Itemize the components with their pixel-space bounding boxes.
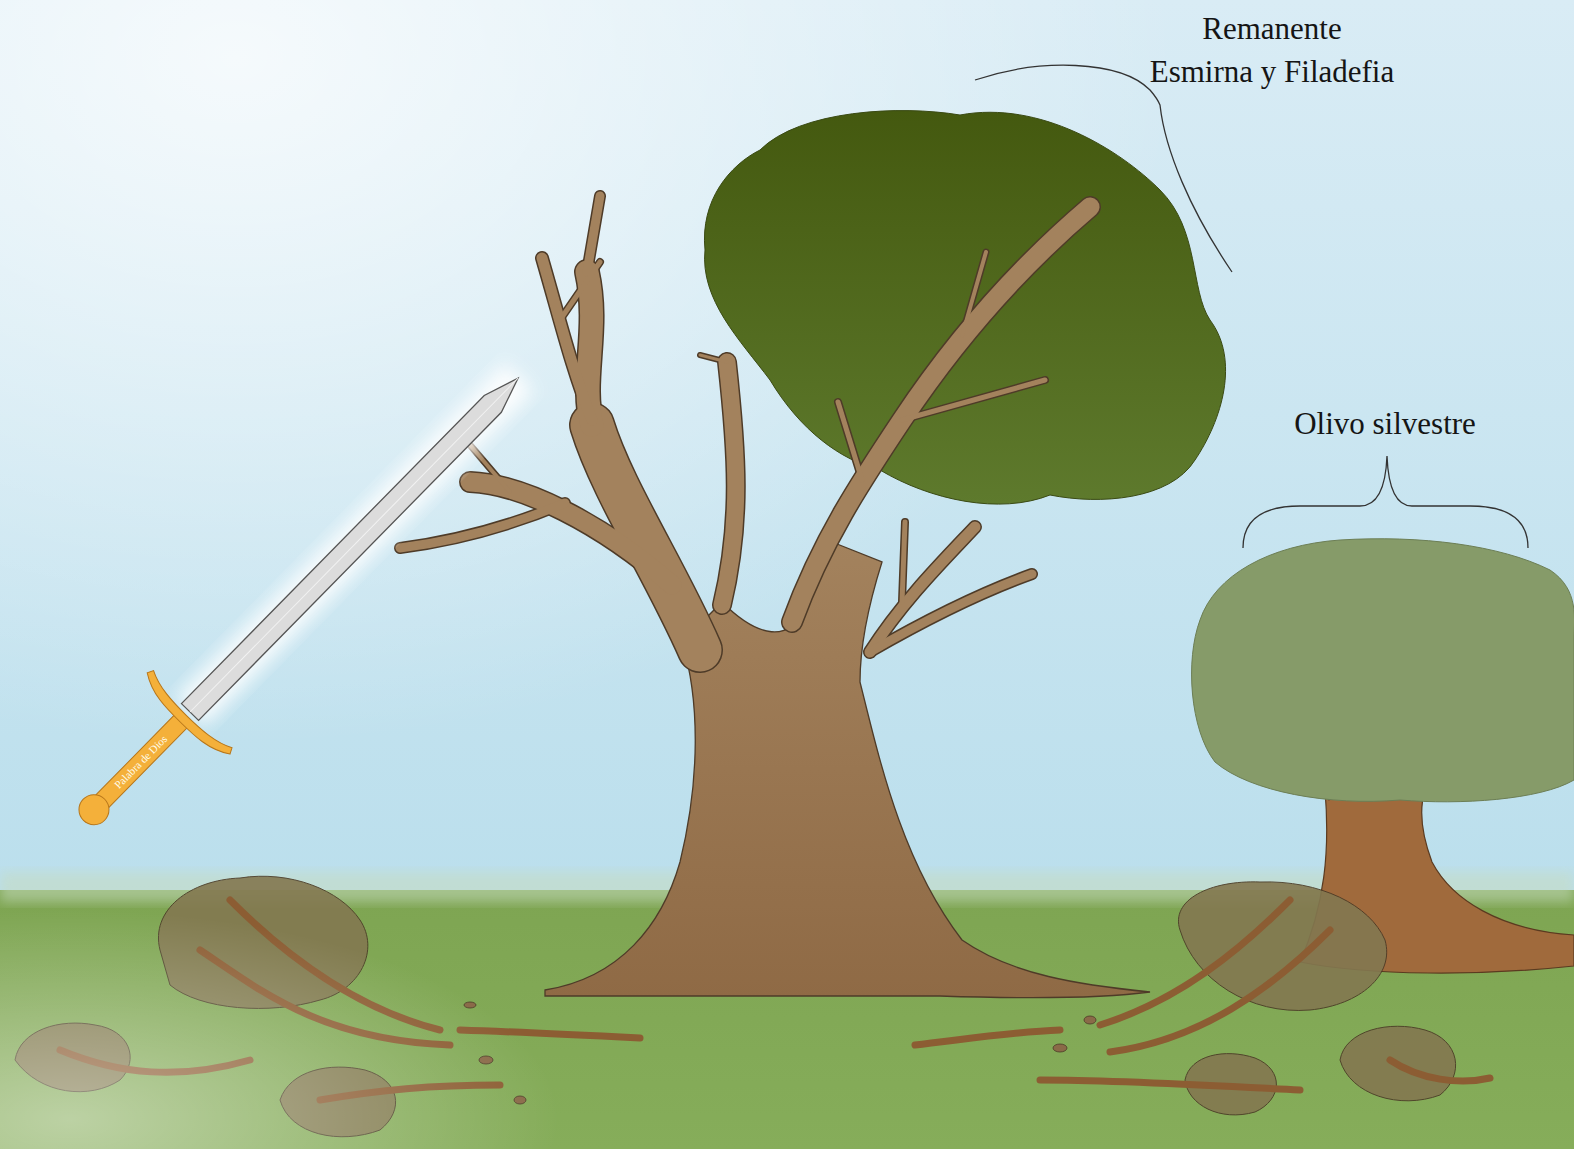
sword	[73, 789, 115, 831]
olive-branches	[902, 522, 905, 602]
olive-branches	[400, 503, 565, 548]
fallen-branches	[915, 1030, 1060, 1045]
sword	[176, 363, 534, 726]
group-label: Remanente Esmirna y Filadefia	[1149, 8, 1396, 94]
olive-canopy	[704, 111, 1225, 505]
olive-branches	[722, 362, 736, 605]
fallen-branches	[0, 850, 700, 1149]
olive-branches	[722, 362, 736, 605]
olive-branches	[560, 262, 600, 320]
olive-branches	[870, 527, 975, 652]
fallen-branches	[1100, 900, 1290, 1025]
olive-branches	[870, 527, 975, 652]
fallen-branches	[0, 850, 1490, 1149]
olive-branches	[700, 355, 727, 362]
olive-canopy	[704, 111, 1225, 505]
fallen-branches	[1053, 1044, 1067, 1052]
fallen-branches	[1110, 930, 1330, 1052]
olive-branches	[902, 380, 1045, 420]
curly-bracket	[1243, 456, 1528, 548]
olive-branches	[470, 445, 510, 492]
olive-branches	[838, 402, 862, 480]
olive-branches	[870, 574, 1032, 652]
sword	[96, 713, 189, 808]
wild-olive-tree	[1192, 539, 1574, 802]
tree-label: Olivo silvestre	[1294, 403, 1476, 446]
olive-branches	[400, 196, 1090, 652]
curly-bracket	[975, 65, 1232, 272]
sword	[42, 336, 561, 861]
olive-branches	[400, 196, 1090, 652]
olive-branches	[902, 522, 905, 602]
olive-branches	[400, 196, 1090, 652]
olive-branches	[838, 402, 862, 480]
olive-branches	[470, 482, 672, 585]
fallen-branches	[1084, 1016, 1096, 1024]
curly-bracket	[975, 65, 1528, 548]
sword	[181, 370, 526, 721]
olive-branches	[962, 252, 986, 336]
fallen-branches	[1390, 1060, 1490, 1081]
sword	[42, 336, 561, 861]
fallen-branches	[1178, 882, 1386, 1011]
olive-branches	[400, 503, 565, 548]
fallen-branches	[1040, 1080, 1300, 1090]
sword	[190, 378, 518, 712]
